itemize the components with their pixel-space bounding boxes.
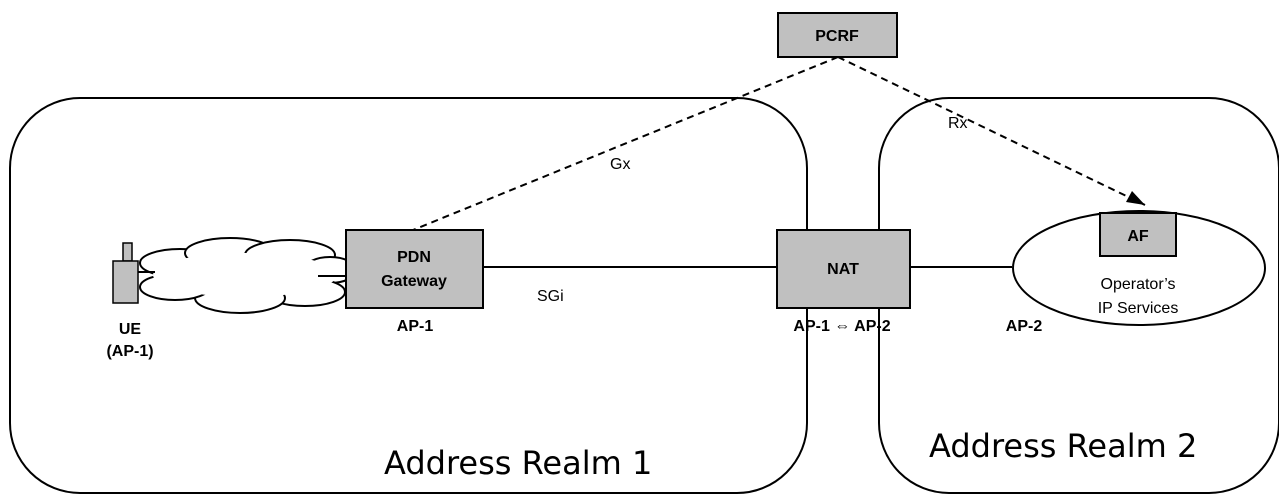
nat-ap-label: AP-1 ⇔ AP-2 <box>793 318 890 335</box>
sgi-label: SGi <box>537 288 564 305</box>
rx-label: Rx <box>948 115 968 132</box>
pcrf-label: PCRF <box>815 28 859 45</box>
operator-ip-services-ellipse <box>1012 210 1266 326</box>
ue-device-icon <box>112 242 139 304</box>
radio-cloud <box>139 237 357 314</box>
address-realm-1-label: Address Realm 1 <box>384 444 652 482</box>
af-ap-label: AP-2 <box>1006 318 1043 335</box>
pdn-gateway-label-line2: Gateway <box>381 273 447 290</box>
rx-link <box>837 56 1146 206</box>
nat-box <box>776 229 911 309</box>
pdn-gateway-label-line1: PDN <box>397 249 431 266</box>
address-realm-2-label: Address Realm 2 <box>929 427 1197 465</box>
ue-ap-label: (AP-1) <box>106 343 153 360</box>
af-box <box>1099 212 1177 257</box>
gx-link <box>412 56 839 231</box>
pdn-gateway-box <box>345 229 484 309</box>
rx-arrowhead <box>1126 191 1145 205</box>
ue-label: UE <box>119 321 142 338</box>
gx-label: Gx <box>610 156 630 173</box>
operator-services-label-line1: Operator’s <box>1101 276 1176 293</box>
pdn-ap-label: AP-1 <box>397 318 434 335</box>
nat-label: NAT <box>827 261 859 278</box>
pcrf-box <box>777 12 898 58</box>
operator-services-label-line2: IP Services <box>1098 300 1179 317</box>
af-label: AF <box>1127 228 1149 245</box>
